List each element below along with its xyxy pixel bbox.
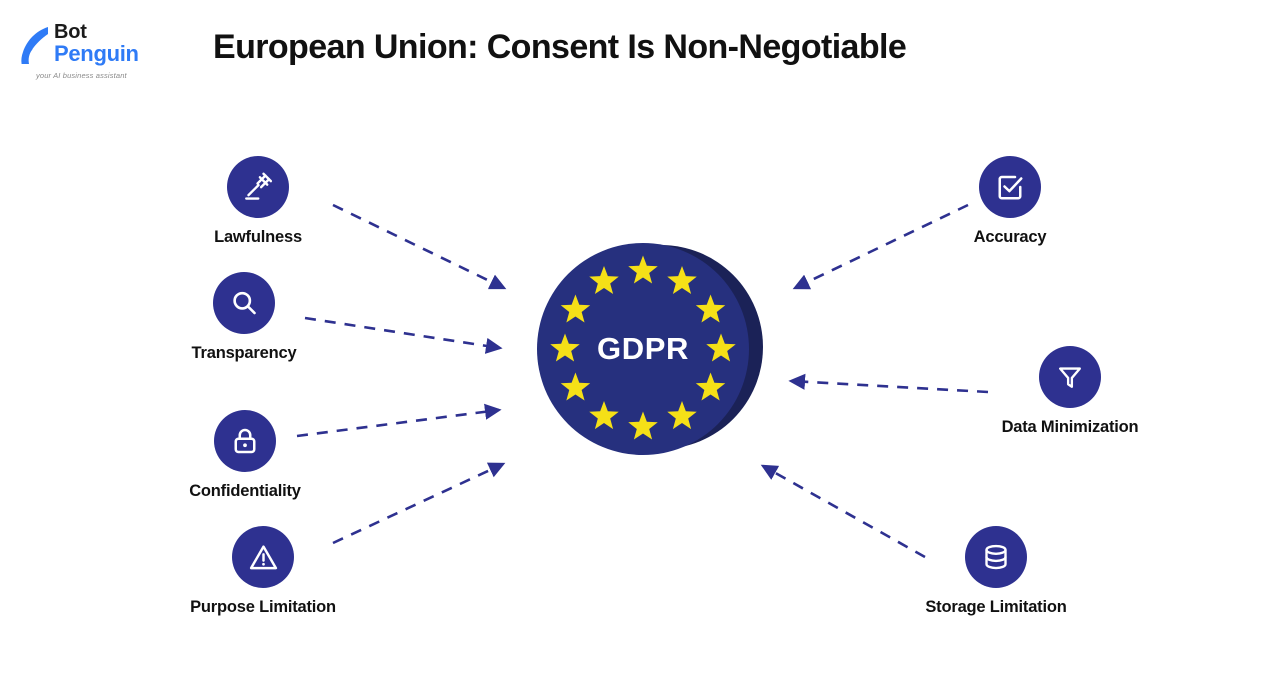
node-label: Lawfulness bbox=[214, 228, 302, 246]
eu-star bbox=[628, 255, 658, 284]
penguin-icon bbox=[18, 26, 54, 68]
node-label: Accuracy bbox=[973, 228, 1047, 246]
brand-wordmark: Bot Penguin bbox=[54, 22, 139, 66]
node-lawfulness[interactable]: Lawfulness bbox=[178, 156, 338, 247]
eu-star bbox=[706, 333, 736, 362]
eu-star bbox=[695, 294, 726, 323]
gdpr-label: GDPR bbox=[597, 331, 689, 366]
arrow-purpose bbox=[332, 462, 506, 545]
node-transparency[interactable]: Transparency bbox=[164, 272, 324, 363]
node-label: Purpose Limitation bbox=[190, 598, 336, 616]
warning-triangle-icon bbox=[232, 526, 294, 588]
arrow-confidentiality bbox=[296, 403, 502, 438]
database-icon bbox=[965, 526, 1027, 588]
eu-star bbox=[550, 333, 580, 362]
arrow-lawfulness bbox=[332, 203, 507, 290]
eu-star-ring-icon bbox=[550, 255, 736, 440]
eu-star bbox=[628, 411, 658, 440]
arrow-storage bbox=[760, 464, 926, 559]
node-label: Confidentiality bbox=[189, 482, 301, 500]
eu-star bbox=[560, 294, 591, 323]
eu-star bbox=[589, 401, 619, 430]
search-icon bbox=[213, 272, 275, 334]
node-label: Transparency bbox=[191, 344, 297, 362]
brand-name-line1: Bot bbox=[54, 21, 87, 43]
node-data-minimization[interactable]: Data Minimization bbox=[985, 346, 1155, 437]
node-storage-limitation[interactable]: Storage Limitation bbox=[915, 526, 1077, 617]
funnel-filter-icon bbox=[1039, 346, 1101, 408]
brand-tagline: your AI business assistant bbox=[36, 71, 127, 80]
eu-star bbox=[667, 265, 697, 294]
node-purpose-limitation[interactable]: Purpose Limitation bbox=[178, 526, 348, 617]
page-title: European Union: Consent Is Non-Negotiabl… bbox=[213, 28, 907, 66]
brand-name-line2: Penguin bbox=[54, 41, 139, 66]
node-confidentiality[interactable]: Confidentiality bbox=[164, 410, 326, 501]
eu-star bbox=[667, 401, 697, 430]
arrow-transparency bbox=[304, 316, 503, 354]
gavel-icon bbox=[227, 156, 289, 218]
eu-star bbox=[695, 372, 726, 401]
node-label: Storage Limitation bbox=[925, 598, 1067, 616]
checkbox-check-icon bbox=[979, 156, 1041, 218]
eu-star bbox=[589, 265, 619, 294]
node-label: Data Minimization bbox=[1001, 418, 1139, 436]
arrow-data-minimization bbox=[788, 373, 989, 394]
brand-logo: Bot Penguin your AI business assistant bbox=[18, 22, 188, 84]
lock-icon bbox=[214, 410, 276, 472]
eu-star bbox=[560, 372, 591, 401]
node-accuracy[interactable]: Accuracy bbox=[930, 156, 1090, 247]
gdpr-center-emblem: GDPR bbox=[537, 243, 763, 483]
